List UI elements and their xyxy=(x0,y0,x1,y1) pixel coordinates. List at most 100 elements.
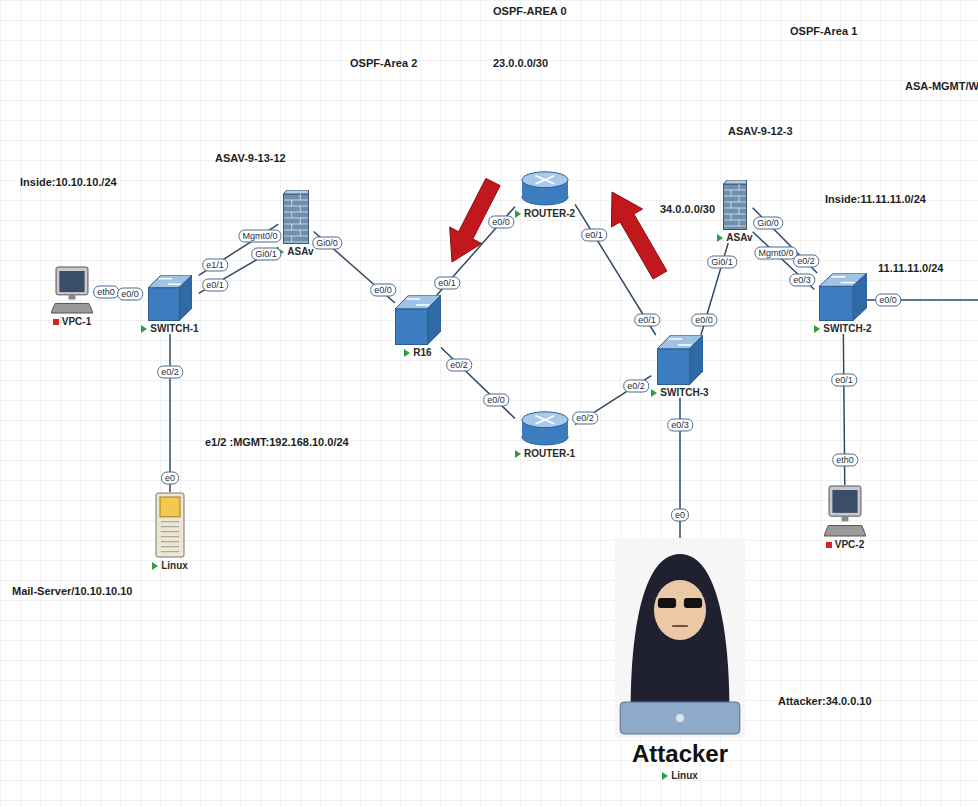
fw-icon xyxy=(283,190,309,244)
router-top xyxy=(522,412,568,428)
interface-tag: e0/0 xyxy=(370,284,396,297)
brick-line xyxy=(284,212,308,213)
switch-arrow xyxy=(416,304,430,306)
server-slot xyxy=(161,521,179,522)
pc-screen xyxy=(59,271,84,292)
brick-line xyxy=(284,218,308,219)
interface-tag: e0 xyxy=(161,472,179,485)
router-arrow xyxy=(535,175,554,184)
interface-tag: e0/0 xyxy=(875,294,901,307)
server-slot xyxy=(161,541,179,542)
server-panel xyxy=(160,497,180,517)
pc-keyboard xyxy=(51,303,93,313)
status-triangle xyxy=(515,210,521,218)
router-top xyxy=(522,172,568,188)
attacker-mouth xyxy=(672,625,688,627)
sw-icon xyxy=(819,273,867,321)
router-arrow xyxy=(535,175,554,184)
label-row: ASAv xyxy=(717,232,752,243)
interface-tag: e0/1 xyxy=(202,279,228,292)
network-link xyxy=(169,334,171,492)
device-sw: SWITCH-3 xyxy=(651,335,708,398)
brick-line xyxy=(284,230,308,231)
status-triangle xyxy=(152,562,158,570)
device-name: Linux xyxy=(161,560,188,571)
brick-line xyxy=(291,200,292,206)
network-note: 34.0.0.0/30 xyxy=(660,203,715,215)
interface-tag: e0/3 xyxy=(667,419,693,432)
interface-tag: e0/0 xyxy=(691,314,717,327)
interface-tag: e0/1 xyxy=(831,374,857,387)
status-triangle xyxy=(404,349,410,357)
network-note: Inside:10.10.10./24 xyxy=(20,176,117,188)
label-row: ASAv xyxy=(278,246,313,257)
brick-line xyxy=(739,196,740,202)
label-row: SWITCH-1 xyxy=(141,323,198,334)
attacker-glasses xyxy=(684,598,702,608)
server-slot xyxy=(161,551,179,552)
interface-tag: Gi0/0 xyxy=(312,237,342,250)
router-arrow xyxy=(535,415,554,424)
brick-line xyxy=(284,200,308,201)
device-name: VPC-1 xyxy=(62,316,91,327)
server-slot xyxy=(161,546,179,547)
rt-icon xyxy=(521,170,569,206)
label-row: SWITCH-3 xyxy=(651,387,708,398)
interface-tag: e0/1 xyxy=(434,277,460,290)
device-name: SWITCH-1 xyxy=(150,323,198,334)
status-triangle xyxy=(717,234,723,242)
firewall-top xyxy=(284,190,309,194)
device-name: SWITCH-2 xyxy=(823,323,871,334)
attacker-ground xyxy=(615,538,745,738)
device-name: SWITCH-3 xyxy=(660,387,708,398)
brick-line xyxy=(724,202,746,203)
interface-tag: e0/0 xyxy=(488,216,514,229)
switch-side xyxy=(689,335,703,385)
device-name: ASAv xyxy=(287,246,313,257)
label-row: Linux xyxy=(152,560,188,571)
pc-icon xyxy=(51,266,93,314)
interface-tag: e0/0 xyxy=(483,394,509,407)
label-row: R16 xyxy=(404,347,431,358)
interface-tag: e0/3 xyxy=(789,274,815,287)
brick-line xyxy=(739,220,740,226)
device-hack: AttackerLinux xyxy=(615,538,745,781)
network-note: e1/2 :MGMT:192.168.10.0/24 xyxy=(205,436,349,448)
brick-line xyxy=(284,242,308,243)
interface-tag: Gi0/0 xyxy=(753,217,783,230)
brick-line xyxy=(291,236,292,242)
pc-monitor xyxy=(829,486,861,516)
label-row: SWITCH-2 xyxy=(814,323,871,334)
pc-stand xyxy=(842,516,849,521)
device-fw: ASAv xyxy=(717,180,752,243)
red-arrow xyxy=(611,192,667,279)
status-triangle xyxy=(814,325,820,333)
pc-monitor xyxy=(56,267,88,295)
status-square xyxy=(826,542,832,548)
network-link xyxy=(441,347,515,418)
switch-arrow xyxy=(669,338,683,340)
brick-line xyxy=(739,184,740,190)
interface-tag: Gi0/1 xyxy=(707,256,737,269)
switch-front xyxy=(820,286,854,320)
interface-tag: e0/1 xyxy=(634,314,660,327)
pc-keyboard xyxy=(824,526,866,536)
device-rt: ROUTER-1 xyxy=(515,410,575,459)
brick-line xyxy=(300,230,301,236)
server-tower xyxy=(156,493,184,557)
interface-tag: e0/2 xyxy=(572,412,598,425)
hack-icon xyxy=(615,538,745,738)
firewall-top xyxy=(724,180,747,184)
sw-icon xyxy=(148,275,192,321)
network-note: Inside:11.11.11.0/24 xyxy=(825,193,926,205)
network-note: ASAV-9-13-12 xyxy=(215,152,286,164)
device-pc: VPC-1 xyxy=(51,266,93,327)
device-name: ASAv xyxy=(726,232,752,243)
pc-stand xyxy=(69,295,76,300)
switch-arrow xyxy=(407,298,421,300)
device-fw: ASAv xyxy=(278,190,313,257)
network-note: 11.11.11.0/24 xyxy=(878,262,943,274)
brick-line xyxy=(284,206,308,207)
pc-icon xyxy=(824,485,866,537)
switch-front xyxy=(149,288,180,321)
